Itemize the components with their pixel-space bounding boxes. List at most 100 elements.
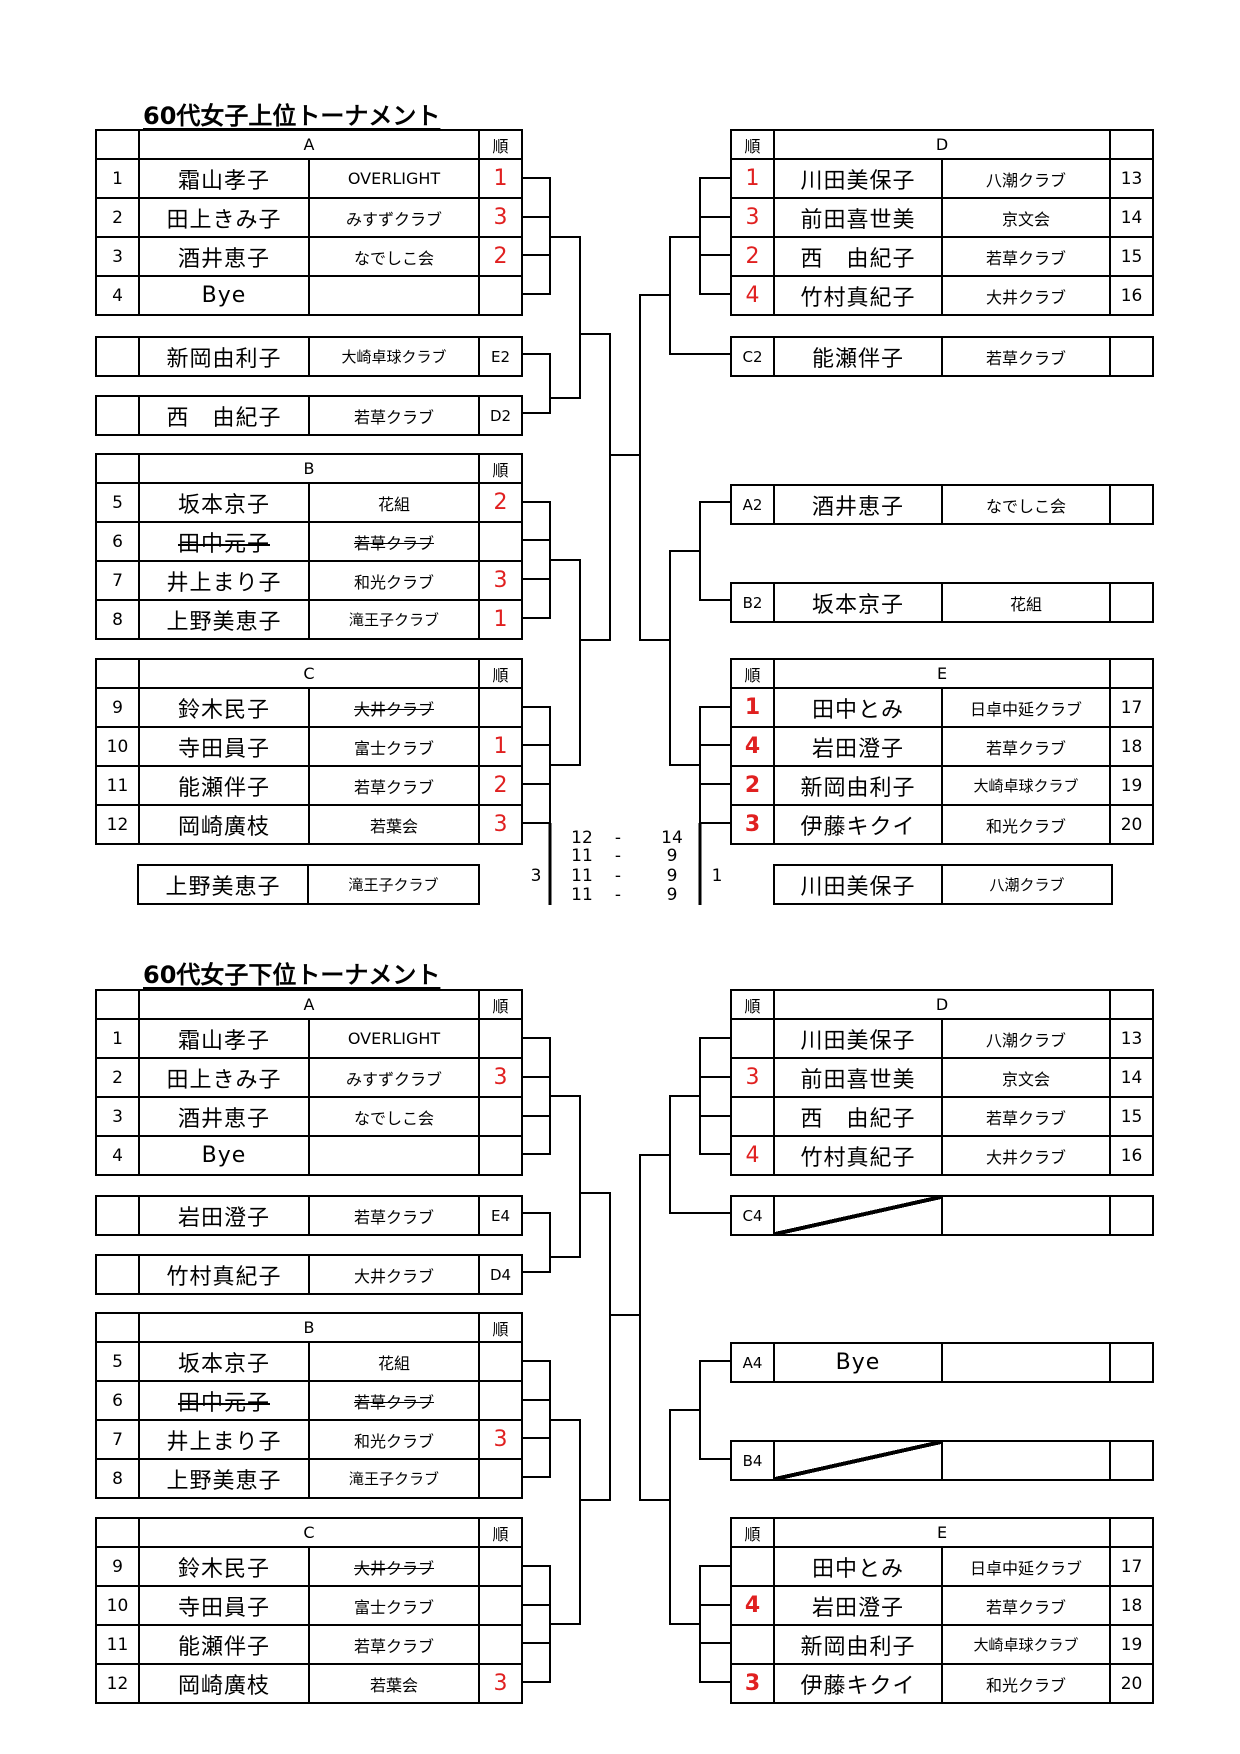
player-name: 前田喜世美 bbox=[773, 197, 943, 238]
club-name bbox=[307, 1135, 481, 1176]
game-left-score: 11 bbox=[571, 846, 593, 866]
rank-value bbox=[478, 1624, 524, 1665]
seed-code: B2 bbox=[730, 582, 775, 623]
lower-title: 60代女子下位トーナメント bbox=[143, 961, 441, 989]
upper-final-left: 上野美恵子滝王子クラブ bbox=[137, 864, 480, 905]
rank-value bbox=[478, 687, 524, 728]
club-name: なでしこ会 bbox=[941, 484, 1111, 525]
rank-value: 3 bbox=[478, 804, 524, 845]
game-left-score: 11 bbox=[571, 866, 593, 886]
club-name: 京文会 bbox=[940, 1057, 1112, 1098]
club-name: 滝王子クラブ bbox=[307, 864, 480, 905]
player-number: 3 bbox=[95, 236, 140, 277]
club-name: OVERLIGHT bbox=[307, 158, 481, 199]
player-name: 川田美保子 bbox=[773, 1018, 943, 1059]
club-name: 八潮クラブ bbox=[941, 864, 1113, 905]
club-name: みすずクラブ bbox=[307, 1057, 481, 1098]
game-dash: - bbox=[614, 866, 622, 886]
club-name: 若草クラブ bbox=[940, 1585, 1112, 1626]
player-name: 岩田澄子 bbox=[773, 1585, 943, 1626]
player-number: 15 bbox=[1109, 236, 1155, 277]
player-number: 2 bbox=[95, 197, 140, 238]
rank-header: 順 bbox=[478, 129, 524, 160]
club-name: 若草クラブ bbox=[308, 1195, 480, 1236]
player-name: 寺田員子 bbox=[138, 1585, 310, 1626]
game-dash: - bbox=[614, 846, 622, 866]
rank-value: 1 bbox=[730, 158, 775, 199]
player-number: 20 bbox=[1109, 1663, 1155, 1704]
player-name: 田中とみ bbox=[773, 687, 943, 728]
club-name: 若草クラブ bbox=[940, 236, 1112, 277]
rank-value: 3 bbox=[478, 560, 524, 601]
player-name: Bye bbox=[138, 1135, 310, 1176]
rank-value: 3 bbox=[730, 1663, 775, 1704]
player-number: 14 bbox=[1109, 1057, 1155, 1098]
player-number: 6 bbox=[95, 521, 140, 562]
player-name: 霜山孝子 bbox=[138, 158, 310, 199]
group-label: D bbox=[772, 129, 1112, 160]
game-right-score: 14 bbox=[661, 828, 683, 848]
player-number: 12 bbox=[95, 1663, 140, 1704]
player-name: 坂本京子 bbox=[138, 482, 310, 523]
player-name: 井上まり子 bbox=[138, 560, 310, 601]
player-number: 20 bbox=[1109, 804, 1155, 845]
player-name: 新岡由利子 bbox=[138, 336, 310, 377]
player-number: 15 bbox=[1109, 1096, 1155, 1137]
player-number: 8 bbox=[95, 599, 140, 640]
player-name: 岩田澄子 bbox=[138, 1195, 310, 1236]
rank-value: 3 bbox=[730, 804, 775, 845]
rank-header: 順 bbox=[478, 1312, 524, 1343]
club-name: 和光クラブ bbox=[307, 1419, 481, 1460]
player-name: 酒井恵子 bbox=[773, 484, 943, 525]
rank-value: 3 bbox=[478, 1419, 524, 1460]
player-number: 6 bbox=[95, 1380, 140, 1421]
club-name: 和光クラブ bbox=[307, 560, 481, 601]
player-number: 11 bbox=[95, 1624, 140, 1665]
club-name: 若草クラブ bbox=[308, 395, 480, 436]
right-sets: 1 bbox=[711, 866, 723, 886]
club-name: 滝王子クラブ bbox=[307, 599, 481, 640]
player-number: 9 bbox=[95, 1546, 140, 1587]
rank-value: 2 bbox=[730, 236, 775, 277]
rank-value: 1 bbox=[478, 599, 524, 640]
player-name: 酒井恵子 bbox=[138, 236, 310, 277]
player-name: 新岡由利子 bbox=[773, 1624, 943, 1665]
player-number: 16 bbox=[1109, 1135, 1155, 1176]
rank-value bbox=[478, 275, 524, 316]
club-name bbox=[307, 275, 481, 316]
player-number: 11 bbox=[95, 765, 140, 806]
left-sets: 3 bbox=[530, 866, 542, 886]
rank-value: 3 bbox=[730, 197, 775, 238]
rank-value bbox=[478, 1135, 524, 1176]
rank-value: 2 bbox=[478, 236, 524, 277]
lower-seed-c4: C4 bbox=[730, 1195, 1154, 1236]
rank-value: 2 bbox=[730, 765, 775, 806]
seed-code: B4 bbox=[730, 1440, 775, 1481]
player-name-withdrawn: 田中元子 bbox=[138, 521, 310, 562]
player-number: 12 bbox=[95, 804, 140, 845]
seed-code: A2 bbox=[730, 484, 775, 525]
player-name: 能瀬伴子 bbox=[138, 1624, 310, 1665]
club-name: 八潮クラブ bbox=[940, 1018, 1112, 1059]
